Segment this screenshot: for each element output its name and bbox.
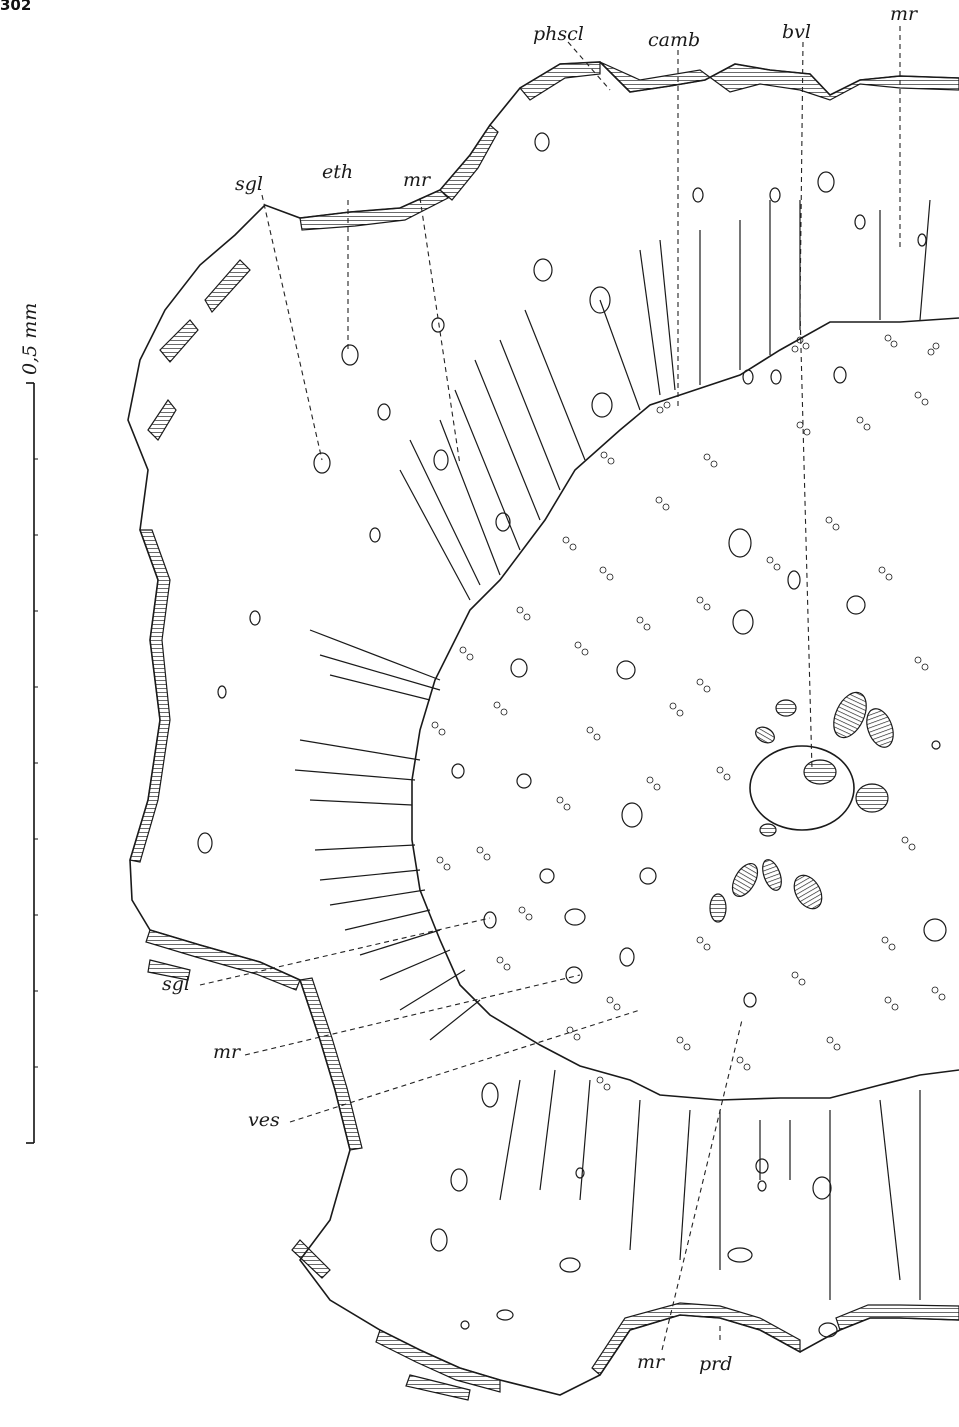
label-phscl: phscl <box>533 23 584 45</box>
central-bundle <box>803 759 837 785</box>
page-number: 302 <box>0 0 32 14</box>
scale-bar: 0,5 mm <box>19 303 41 1144</box>
scale-bar-label: 0,5 mm <box>19 303 41 375</box>
parenchyma-stipple <box>431 334 946 1091</box>
label-ves: ves <box>248 1109 280 1131</box>
medullary-rays <box>294 199 931 1300</box>
label-mr-upper-left: mr <box>403 169 432 191</box>
label-mr-left: mr <box>213 1041 242 1063</box>
label-sgl-left: sgl <box>162 973 190 995</box>
secretory-canals <box>197 132 947 1338</box>
leader-lines <box>199 26 901 1351</box>
label-eth: eth <box>322 161 353 183</box>
label-mr-top: mr <box>890 3 919 25</box>
label-sgl-top: sgl <box>235 173 263 195</box>
primary-bundles <box>709 691 894 923</box>
label-prd: prd <box>699 1353 732 1375</box>
label-bvl: bvl <box>782 21 811 43</box>
label-camb: camb <box>648 29 700 51</box>
label-mr-bottom: mr <box>637 1351 666 1373</box>
periderm-outline <box>127 61 959 1401</box>
pith <box>749 745 855 831</box>
